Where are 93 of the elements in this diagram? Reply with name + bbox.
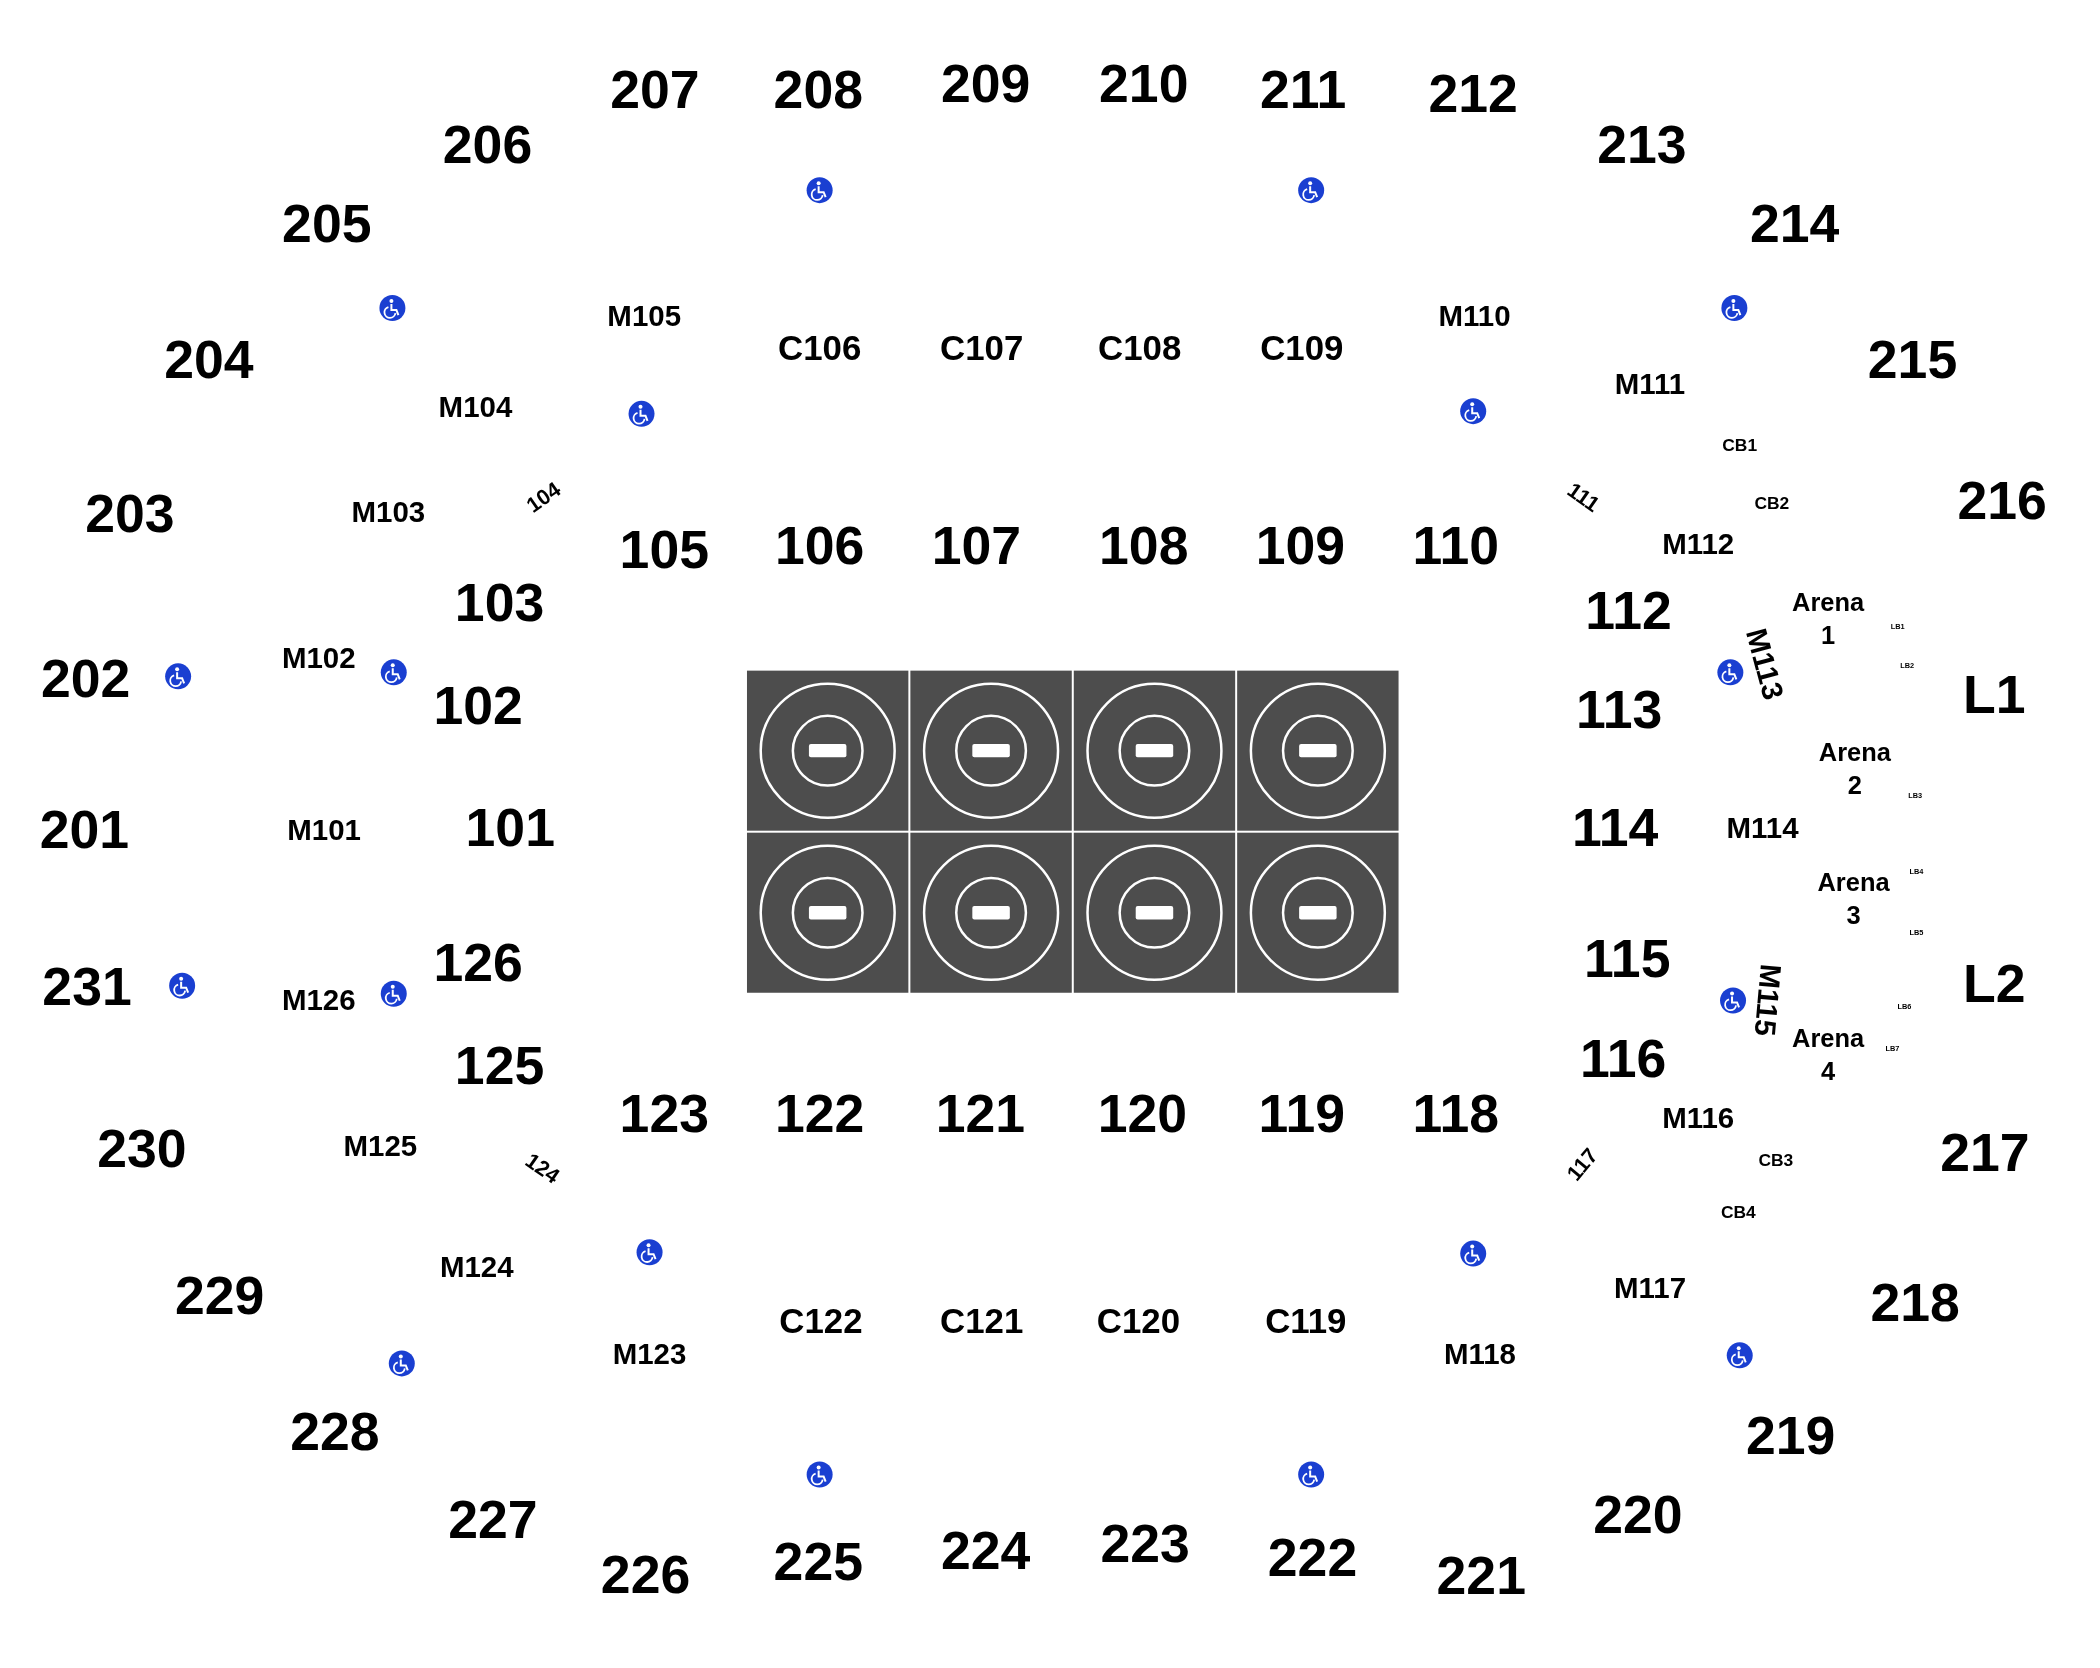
section-label: 205	[282, 196, 372, 251]
section-label: 126	[433, 936, 523, 990]
section-label: L2	[1962, 957, 2026, 1012]
section-label: 201	[39, 803, 130, 858]
section-label: M116	[1662, 1103, 1735, 1134]
section-label: 215	[1867, 333, 1958, 388]
section-label: M117	[1613, 1273, 1687, 1304]
section-label: M102	[281, 642, 356, 673]
section-label: M123	[612, 1339, 687, 1369]
section-label: 220	[1593, 1487, 1683, 1542]
section-label: 101	[465, 800, 555, 855]
section-label: 125	[454, 1039, 545, 1093]
section-label: 229	[174, 1269, 265, 1324]
section-label: 216	[1957, 474, 2047, 528]
section-label: 118	[1412, 1087, 1499, 1142]
section-label: 206	[442, 117, 533, 172]
section-label: 105	[619, 523, 709, 578]
section-label: 124	[521, 1150, 564, 1189]
section-label: 115	[1584, 932, 1671, 986]
section-label: C122	[779, 1303, 863, 1338]
section-label: M126	[281, 985, 356, 1016]
section-label: CB2	[1754, 494, 1790, 513]
section-label: 104	[523, 479, 565, 518]
section-label: 121	[935, 1087, 1026, 1142]
section-label: M105	[607, 301, 682, 331]
section-label: 202	[41, 652, 131, 706]
section-label: M125	[343, 1131, 418, 1162]
section-label: C119	[1265, 1303, 1347, 1338]
section-label: 120	[1097, 1087, 1188, 1142]
section-label: 106	[774, 519, 865, 574]
section-label: 103	[454, 575, 545, 630]
section-label: M114	[1726, 812, 1799, 843]
section-label: 107	[931, 519, 1021, 574]
section-label: M115	[1750, 963, 1786, 1038]
section-label: C121	[940, 1303, 1024, 1338]
section-label: 231	[42, 960, 132, 1014]
section-label: 109	[1255, 519, 1346, 574]
section-label: 110	[1412, 519, 1499, 574]
section-label: 226	[600, 1548, 691, 1602]
section-label: Arena 2	[1817, 736, 1892, 801]
section-label: CB1	[1722, 437, 1758, 455]
section-label: M111	[1614, 369, 1686, 400]
section-label: 225	[773, 1534, 863, 1589]
section-label: C120	[1096, 1303, 1180, 1338]
section-label: 212	[1428, 66, 1518, 121]
section-label: Arena 3	[1816, 866, 1891, 931]
section-label: M112	[1662, 529, 1735, 559]
section-label: CB4	[1721, 1204, 1756, 1223]
section-label: 211	[1259, 62, 1347, 117]
section-label: C107	[940, 330, 1024, 366]
section-label: 222	[1267, 1530, 1358, 1585]
section-label: 204	[164, 333, 254, 388]
section-label: 208	[773, 62, 863, 117]
section-label: 207	[610, 62, 700, 117]
section-label: C106	[778, 330, 862, 366]
section-label: M103	[351, 496, 426, 527]
section-label: 114	[1571, 800, 1659, 855]
section-label: 214	[1749, 196, 1840, 251]
section-label: 223	[1100, 1517, 1190, 1571]
section-label: 230	[97, 1122, 187, 1176]
section-label: 224	[941, 1524, 1031, 1578]
section-label: 221	[1436, 1549, 1526, 1604]
section-label: 111	[1563, 479, 1603, 517]
section-label: 210	[1099, 57, 1189, 112]
section-label: M104	[438, 392, 513, 422]
section-label: M113	[1741, 625, 1789, 703]
section-label: Arena 4	[1791, 1023, 1866, 1088]
section-label: 116	[1580, 1032, 1667, 1087]
section-label: 117	[1563, 1145, 1603, 1186]
section-label: 203	[85, 487, 175, 542]
section-label: 228	[290, 1404, 380, 1459]
section-label: M110	[1438, 301, 1511, 331]
section-label: 123	[619, 1087, 709, 1142]
section-label: M118	[1443, 1339, 1516, 1369]
section-label: Arena 1	[1791, 586, 1866, 651]
section-label: 209	[941, 57, 1031, 112]
section-label: C109	[1260, 330, 1344, 366]
section-label: M101	[287, 815, 361, 846]
section-label: 217	[1940, 1126, 2030, 1180]
section-label: 219	[1745, 1408, 1836, 1463]
section-label: 122	[774, 1087, 865, 1142]
section-label: M124	[439, 1252, 514, 1282]
section-label: L1	[1962, 668, 2026, 722]
section-label: 119	[1258, 1087, 1345, 1142]
section-label: 218	[1870, 1276, 1960, 1330]
section-label: CB3	[1758, 1152, 1794, 1170]
section-label: 108	[1099, 519, 1189, 574]
section-label: 213	[1597, 117, 1687, 172]
section-label: 102	[433, 679, 523, 733]
section-label: C108	[1098, 330, 1182, 366]
section-label: 113	[1576, 683, 1663, 737]
section-label: 112	[1585, 583, 1672, 638]
section-label: 227	[448, 1493, 538, 1547]
